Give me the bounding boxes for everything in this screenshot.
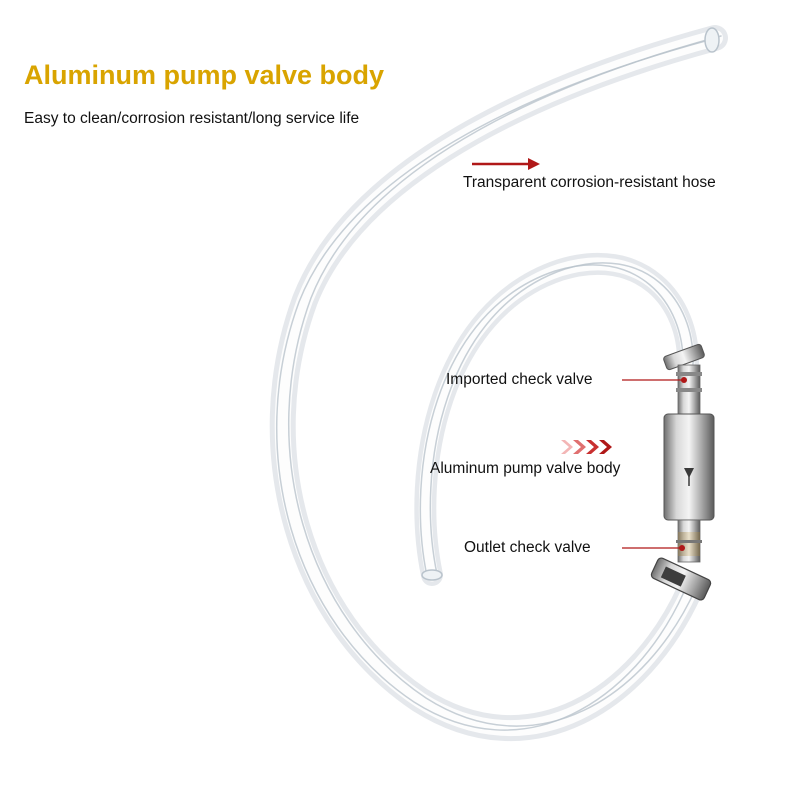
pump-assembly: [650, 343, 715, 601]
valve-body-chevrons: [561, 440, 612, 454]
outlet-valve-pointer: [622, 545, 685, 551]
hose-callout-arrow: [472, 158, 540, 170]
inlet-valve-label: Imported check valve: [446, 371, 593, 388]
transparent-hose: [269, 25, 728, 741]
hose-label: Transparent corrosion-resistant hose: [463, 174, 716, 191]
page-title: Aluminum pump valve body: [24, 60, 385, 90]
inlet-valve-pointer: [622, 377, 687, 383]
valve-body-label: Aluminum pump valve body: [430, 460, 621, 477]
outlet-valve-label: Outlet check valve: [464, 539, 591, 556]
page-subtitle: Easy to clean/corrosion resistant/long s…: [24, 110, 360, 127]
